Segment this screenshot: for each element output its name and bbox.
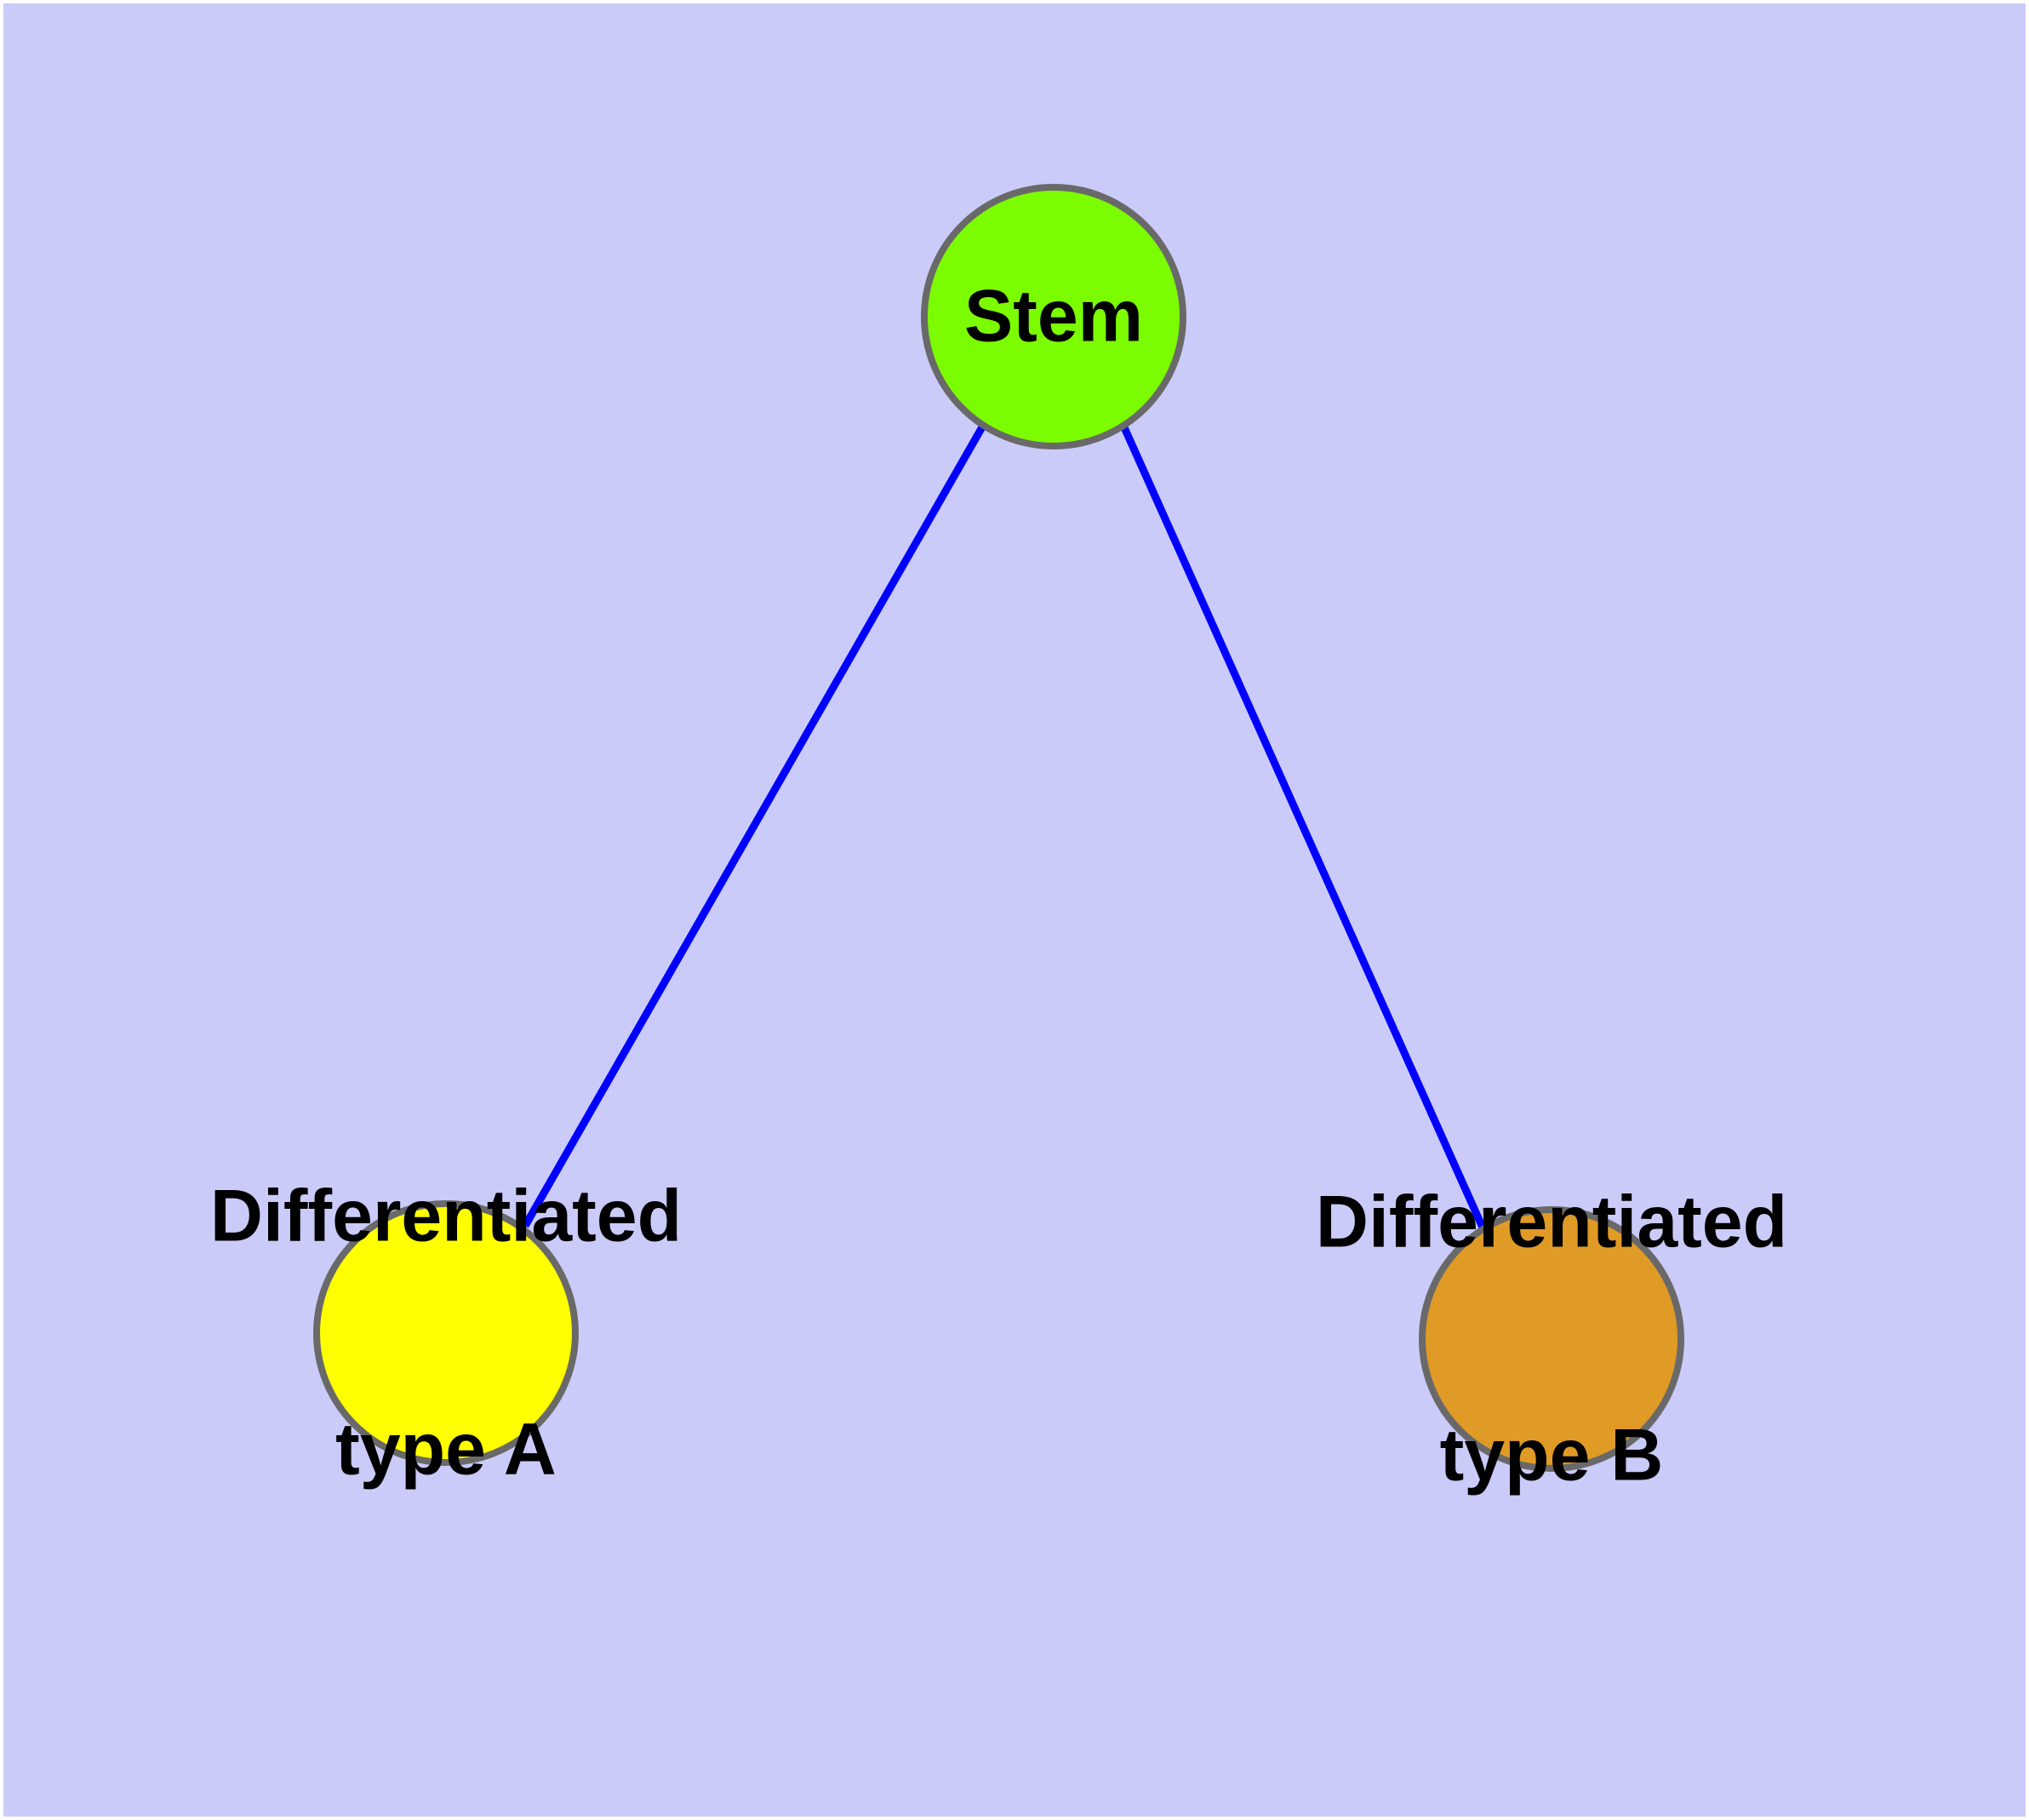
edge-stem-to-differentiated-type-b[interactable] [1119, 424, 1487, 1229]
node-differentiated-type-a[interactable] [313, 1200, 579, 1466]
node-differentiated-type-b[interactable] [1419, 1206, 1684, 1472]
node-group [313, 184, 1684, 1472]
node-stem[interactable] [921, 184, 1186, 449]
edge-group [522, 423, 1487, 1229]
edge-stem-to-differentiated-type-a[interactable] [522, 423, 986, 1228]
